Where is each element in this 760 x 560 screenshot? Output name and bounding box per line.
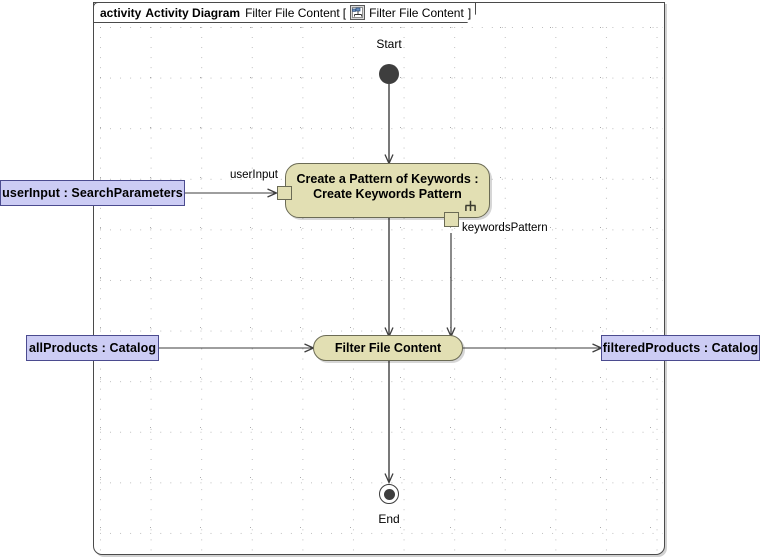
action-create-keywords-pattern-label: Create a Pattern of Keywords : Create Ke… (296, 172, 479, 201)
frame-diagram-name: Filter File Content (245, 5, 340, 20)
frame-type-label: Activity Diagram (145, 5, 241, 20)
action-filter-file-content[interactable]: Filter File Content (313, 335, 463, 361)
rake-icon (464, 199, 477, 211)
object-node-all-products[interactable]: allProducts : Catalog (26, 335, 159, 361)
frame-bracket-open: [ (342, 5, 347, 20)
frame-bracket-close: ] (467, 5, 472, 20)
start-node-caption: Start (376, 37, 402, 51)
object-node-user-input[interactable]: userInput : SearchParameters (0, 180, 185, 206)
activity-diagram-icon (350, 5, 365, 20)
object-node-user-input-label: userInput : SearchParameters (2, 186, 183, 200)
output-pin-keywordspattern[interactable] (444, 212, 459, 227)
activity-final-node[interactable] (379, 484, 399, 504)
output-pin-keywordspattern-label: keywordsPattern (462, 222, 548, 234)
object-node-all-products-label: allProducts : Catalog (28, 341, 157, 355)
object-node-filtered-products-label: filteredProducts : Catalog (602, 341, 759, 355)
diagram-frame: activity Activity Diagram Filter File Co… (93, 2, 665, 555)
activity-final-node-core (383, 488, 395, 500)
action-create-keywords-pattern[interactable]: Create a Pattern of Keywords : Create Ke… (285, 163, 490, 218)
frame-context-name: Filter File Content (369, 5, 464, 20)
initial-node[interactable] (379, 64, 399, 84)
input-pin-userinput[interactable] (277, 186, 292, 200)
frame-keyword: activity (100, 5, 142, 20)
grid-background (95, 24, 663, 553)
end-node-caption: End (378, 512, 400, 526)
object-node-filtered-products[interactable]: filteredProducts : Catalog (601, 335, 760, 361)
input-pin-userinput-label: userInput (230, 169, 278, 181)
action-filter-file-content-label: Filter File Content (334, 341, 442, 355)
frame-header-tab[interactable]: activity Activity Diagram Filter File Co… (93, 2, 476, 23)
